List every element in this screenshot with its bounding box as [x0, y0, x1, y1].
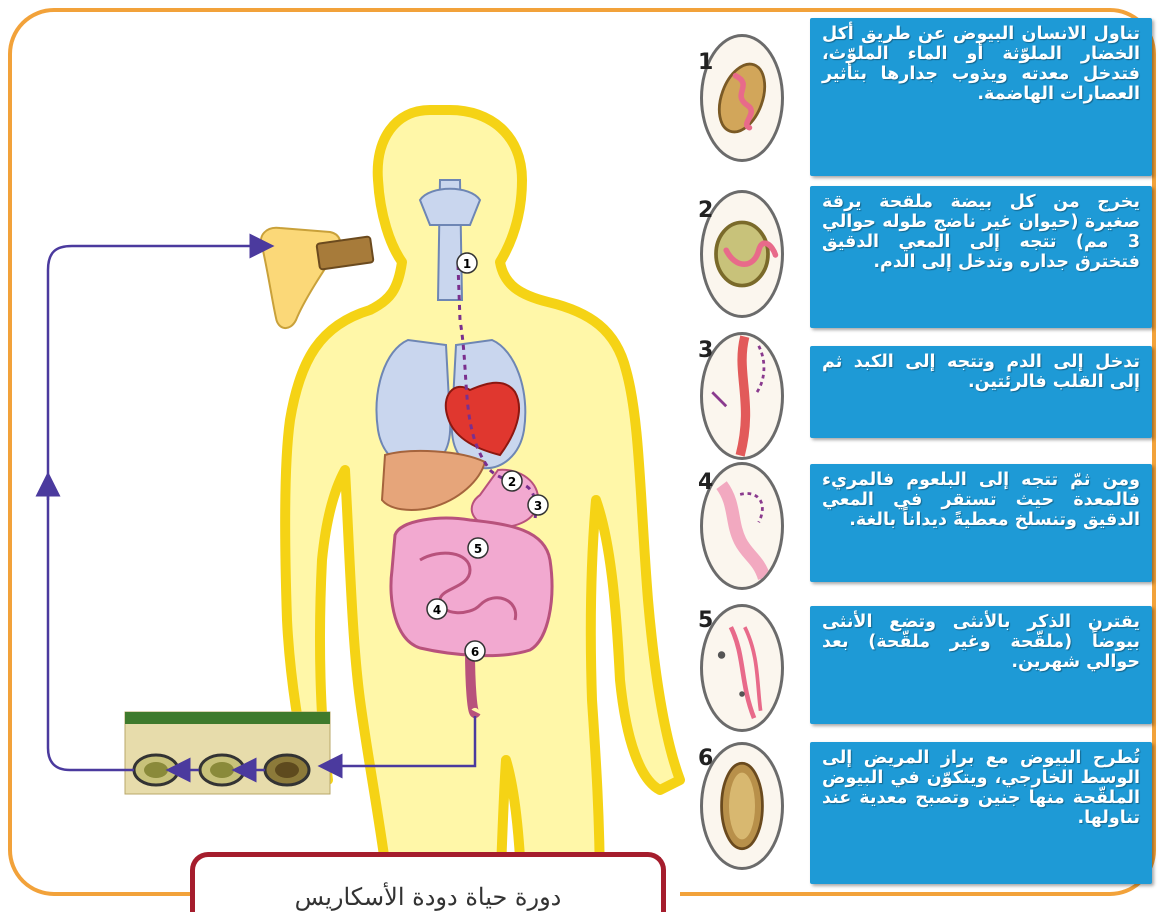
stage-number-2: 2 — [698, 198, 713, 223]
svg-text:1: 1 — [463, 257, 471, 271]
stage-number-4: 4 — [698, 470, 713, 495]
svg-text:3: 3 — [534, 499, 542, 513]
svg-text:4: 4 — [433, 603, 441, 617]
step-box-5: يقترن الذكر بالأنثى وتضع الأنثى بيوضاً (… — [810, 606, 1152, 724]
stage-number-5: 5 — [698, 608, 713, 633]
body-marker-2: 2 — [502, 471, 522, 491]
svg-text:6: 6 — [471, 645, 479, 659]
stage-number-1: 1 — [698, 50, 713, 75]
step-box-6: تُطرح البيوض مع براز المريض إلى الوسط ال… — [810, 742, 1152, 884]
body-marker-3: 3 — [528, 495, 548, 515]
stage-number-6: 6 — [698, 746, 713, 771]
egg-2 — [200, 755, 244, 785]
egg-1 — [134, 755, 178, 785]
step-box-1: تناول الانسان البيوض عن طريق أكل الخضار … — [810, 18, 1152, 176]
body-marker-5: 5 — [468, 538, 488, 558]
svg-text:2: 2 — [508, 475, 516, 489]
step-box-3: تدخل إلى الدم وتتجه إلى الكبد ثم إلى الق… — [810, 346, 1152, 438]
soil-with-eggs — [125, 712, 330, 794]
step-box-2: يخرج من كل بيضة ملقحة يرقة صغيرة (حيوان … — [810, 186, 1152, 328]
title-box: دورة حياة دودة الأسكاريس — [190, 852, 666, 912]
body-marker-1: 1 — [457, 253, 477, 273]
step-box-4: ومن ثمّ تتجه إلى البلعوم فالمريء فالمعدة… — [810, 464, 1152, 582]
body-marker-6: 6 — [465, 641, 485, 661]
egg-3 — [265, 755, 309, 785]
stage-number-3: 3 — [698, 338, 713, 363]
life-cycle-diagram: 1 2 3 5 4 6 — [0, 0, 800, 899]
body-marker-4: 4 — [427, 599, 447, 619]
svg-text:5: 5 — [474, 542, 482, 556]
diagram-title: دورة حياة دودة الأسكاريس — [195, 883, 661, 911]
